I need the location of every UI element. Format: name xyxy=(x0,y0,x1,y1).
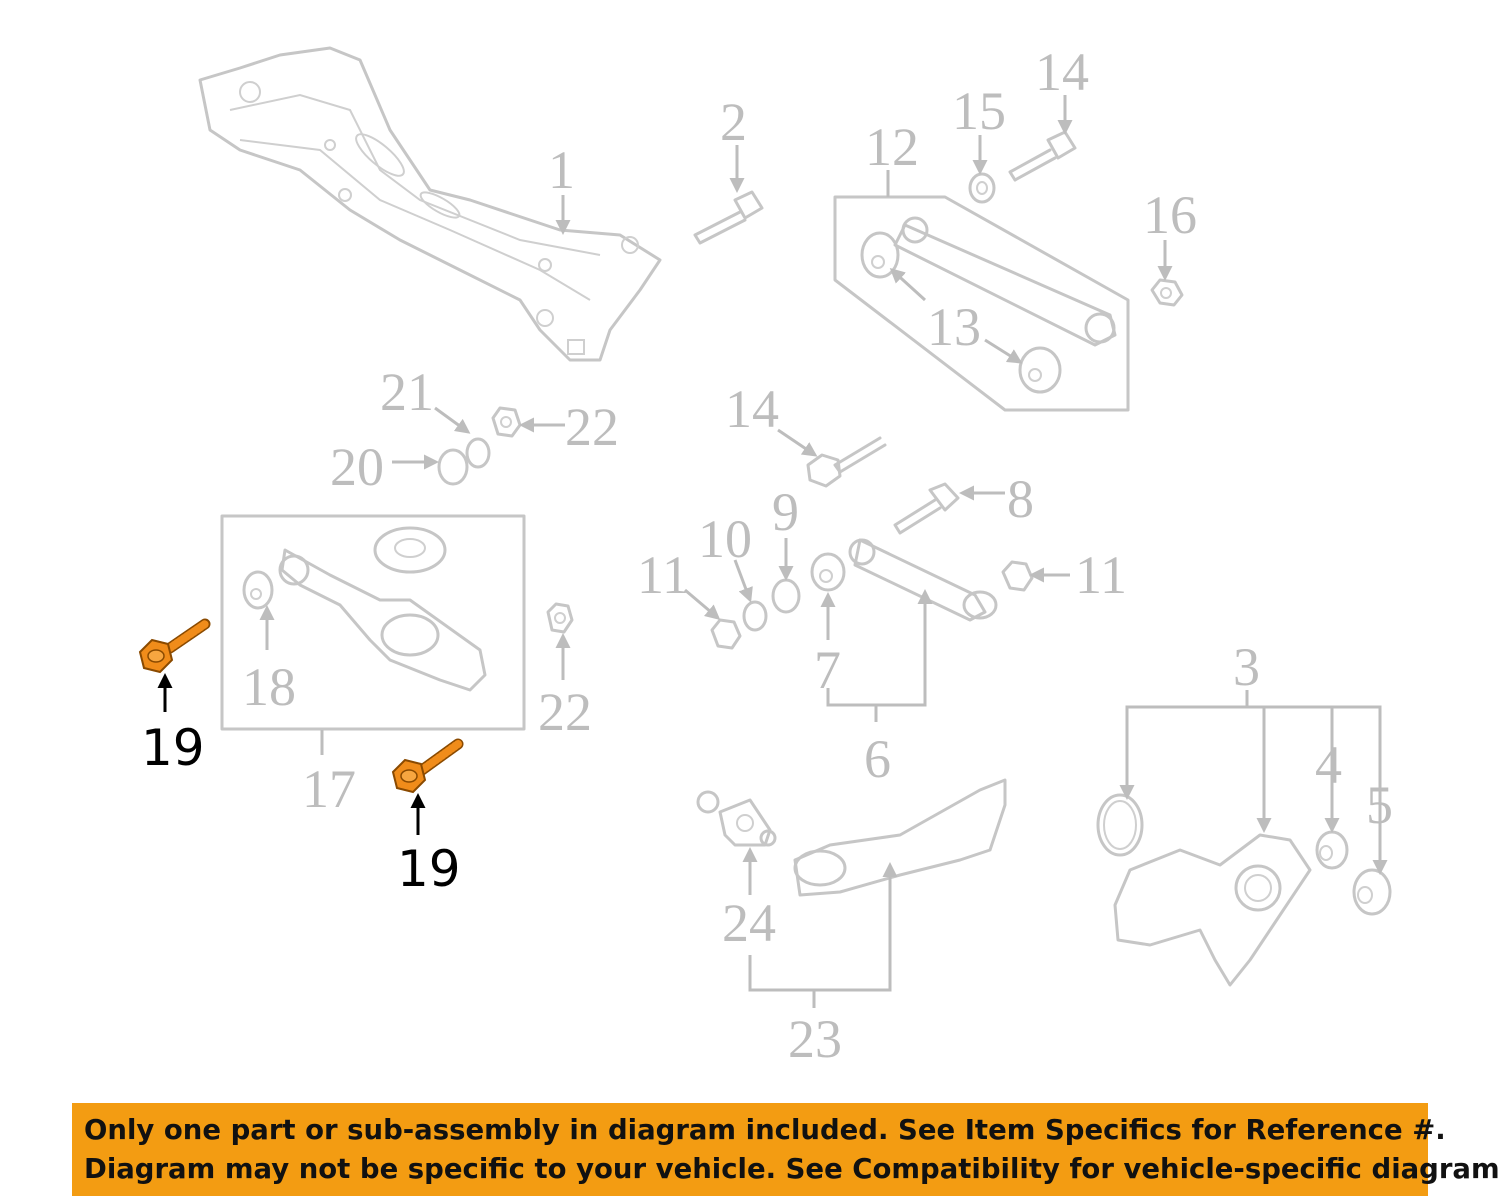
nut-part-22-top xyxy=(491,406,522,438)
callout-13: 13 xyxy=(927,297,981,357)
callout-22-top: 22 xyxy=(565,397,619,457)
callout-19-right: 19 xyxy=(397,840,461,898)
washer-part-15 xyxy=(968,172,996,204)
bushing-part-7 xyxy=(810,552,846,592)
callout-7: 7 xyxy=(814,640,841,700)
washer-part-10 xyxy=(742,600,768,632)
bolt-part-19-right xyxy=(391,738,464,794)
callout-12: 12 xyxy=(865,117,919,177)
lower-arm-assembly-box xyxy=(220,514,526,731)
callout-8: 8 xyxy=(1007,469,1034,529)
knuckle-part-3 xyxy=(1096,793,1312,987)
callout-4: 4 xyxy=(1315,735,1342,795)
callout-3: 3 xyxy=(1233,637,1260,697)
callout-14-middle: 14 xyxy=(725,379,779,439)
leader-lines xyxy=(259,95,1388,1008)
callout-19-left: 19 xyxy=(141,719,205,777)
callout-17: 17 xyxy=(302,759,356,819)
callout-21: 21 xyxy=(380,362,434,422)
bushing-part-5 xyxy=(1352,868,1392,916)
callout-6: 6 xyxy=(864,729,891,789)
callout-10: 10 xyxy=(698,509,752,569)
callout-20: 20 xyxy=(330,437,384,497)
washer-part-20 xyxy=(437,448,469,486)
callout-24: 24 xyxy=(722,893,776,953)
bushing-part-4 xyxy=(1315,830,1349,870)
nut-part-11-left xyxy=(710,618,742,650)
bolt-part-2 xyxy=(693,190,764,245)
callout-16: 16 xyxy=(1143,185,1197,245)
notice-line-2: Diagram may not be specific to your vehi… xyxy=(84,1153,1500,1185)
bolt-part-8 xyxy=(893,482,960,535)
crossmember-part xyxy=(198,46,662,362)
washer-part-21 xyxy=(465,437,491,469)
callout-5: 5 xyxy=(1366,775,1393,835)
nut-part-11-right xyxy=(1001,560,1034,592)
callout-11-left: 11 xyxy=(637,545,689,605)
highlight-leader-lines xyxy=(157,673,426,835)
callout-22-side: 22 xyxy=(538,682,592,742)
link-part-6 xyxy=(848,538,998,622)
trailing-arm-part-23 xyxy=(793,778,1007,897)
callout-2: 2 xyxy=(720,92,747,152)
notice-banner: Only one part or sub-assembly in diagram… xyxy=(72,1103,1500,1196)
nut-part-22-side xyxy=(546,602,574,634)
callout-11-right: 11 xyxy=(1075,545,1127,605)
callout-18: 18 xyxy=(242,657,296,717)
callout-23: 23 xyxy=(788,1009,842,1069)
callout-14-top: 14 xyxy=(1035,42,1089,102)
washer-part-9 xyxy=(771,578,801,614)
nut-part-16 xyxy=(1150,278,1184,307)
notice-line-1: Only one part or sub-assembly in diagram… xyxy=(84,1114,1446,1146)
callout-15: 15 xyxy=(952,81,1006,141)
bolt-part-14-middle xyxy=(806,436,887,488)
bolt-part-14-top xyxy=(1008,130,1077,182)
bolt-part-19-left xyxy=(138,618,211,674)
toe-link-assembly-box xyxy=(833,195,1130,412)
bushing-part-24 xyxy=(696,790,777,847)
callout-1: 1 xyxy=(548,140,575,200)
callout-9: 9 xyxy=(772,482,799,542)
